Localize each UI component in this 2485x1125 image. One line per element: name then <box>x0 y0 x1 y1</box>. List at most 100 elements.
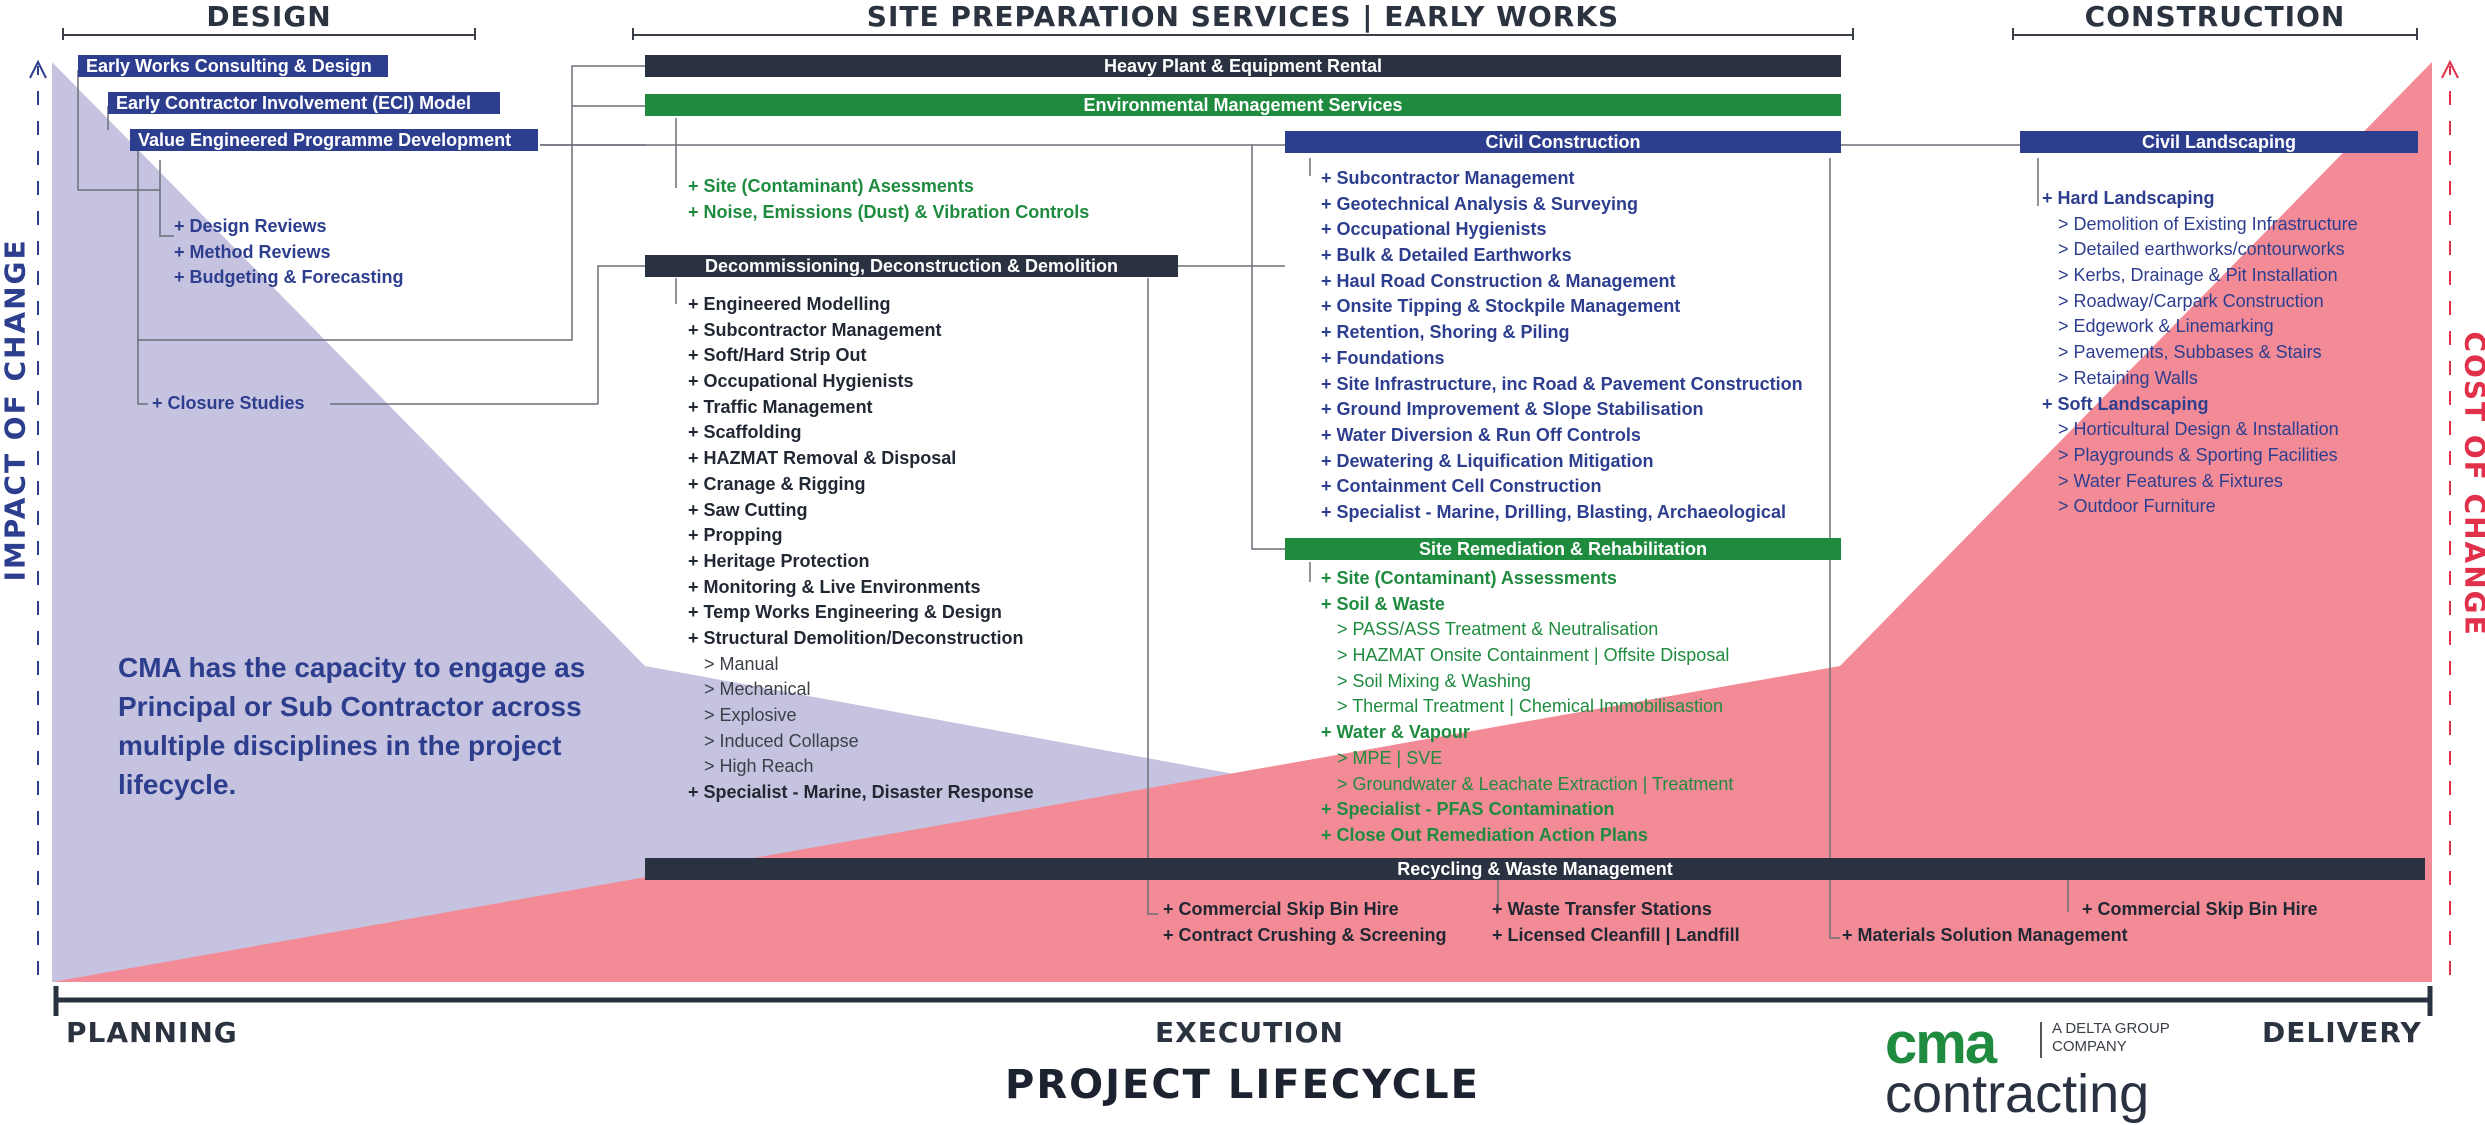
list-item: > Soil Mixing & Washing <box>1321 669 1733 695</box>
list-item: + Heritage Protection <box>688 549 1034 575</box>
decommissioning-items: + Engineered Modelling+ Subcontractor Ma… <box>688 292 1034 806</box>
site-remediation-bar: Site Remediation & Rehabilitation <box>1285 538 1841 560</box>
list-item: > Playgrounds & Sporting Facilities <box>2042 443 2358 469</box>
site-prep-header-line <box>632 34 1854 36</box>
design-item: + Budgeting & Forecasting <box>174 265 404 291</box>
list-item: + Close Out Remediation Action Plans <box>1321 823 1733 849</box>
list-item: > Explosive <box>688 703 1034 729</box>
list-item: + Specialist - Marine, Disaster Response <box>688 780 1034 806</box>
list-item: + Soil & Waste <box>1321 592 1733 618</box>
list-item: + Ground Improvement & Slope Stabilisati… <box>1321 397 1803 423</box>
closure-studies: + Closure Studies <box>152 391 305 417</box>
list-item: + Monitoring & Live Environments <box>688 575 1034 601</box>
list-item: > Manual <box>688 652 1034 678</box>
recycling-item: + Commercial Skip Bin Hire <box>2082 897 2318 923</box>
recycling-items-col1: + Commercial Skip Bin Hire + Contract Cr… <box>1163 897 1447 948</box>
civil-construction-bar: Civil Construction <box>1285 131 1841 153</box>
delivery-label: DELIVERY <box>2262 1016 2422 1049</box>
environmental-items: + Site (Contaminant) Asessments + Noise,… <box>688 174 1089 225</box>
list-item: + Soft/Hard Strip Out <box>688 343 1034 369</box>
recycling-item: + Commercial Skip Bin Hire <box>1163 897 1447 923</box>
list-item: > Demolition of Existing Infrastructure <box>2042 212 2358 238</box>
recycling-items-col4: + Commercial Skip Bin Hire <box>2082 897 2318 923</box>
contracting-wordmark: contracting <box>1885 1063 2149 1125</box>
list-item: + Geotechnical Analysis & Surveying <box>1321 192 1803 218</box>
construction-header: CONSTRUCTION <box>2012 0 2418 36</box>
value-engineered-bar: Value Engineered Programme Development <box>130 129 538 151</box>
list-item: + Soft Landscaping <box>2042 392 2358 418</box>
list-item: > HAZMAT Onsite Containment | Offsite Di… <box>1321 643 1733 669</box>
list-item: > PASS/ASS Treatment & Neutralisation <box>1321 617 1733 643</box>
list-item: + Temp Works Engineering & Design <box>688 600 1034 626</box>
list-item: + Specialist - PFAS Contamination <box>1321 797 1733 823</box>
list-item: > Thermal Treatment | Chemical Immobilis… <box>1321 694 1733 720</box>
list-item: > Edgework & Linemarking <box>2042 314 2358 340</box>
recycling-items-col2: + Waste Transfer Stations + Licensed Cle… <box>1492 897 1740 948</box>
planning-label: PLANNING <box>66 1016 238 1049</box>
list-item: > Pavements, Subbases & Stairs <box>2042 340 2358 366</box>
execution-label: EXECUTION <box>1155 1016 1344 1049</box>
list-item: + Site (Contaminant) Assessments <box>1321 566 1733 592</box>
list-item: + Propping <box>688 523 1034 549</box>
design-items: + Design Reviews + Method Reviews + Budg… <box>174 214 404 291</box>
list-item: > Induced Collapse <box>688 729 1034 755</box>
design-item: + Design Reviews <box>174 214 404 240</box>
list-item: + Containment Cell Construction <box>1321 474 1803 500</box>
list-item: + Bulk & Detailed Earthworks <box>1321 243 1803 269</box>
list-item: > Roadway/Carpark Construction <box>2042 289 2358 315</box>
civil-construction-items: + Subcontractor Management+ Geotechnical… <box>1321 166 1803 526</box>
recycling-item: + Waste Transfer Stations <box>1492 897 1740 923</box>
list-item: + Structural Demolition/Deconstruction <box>688 626 1034 652</box>
site-remediation-items: + Site (Contaminant) Assessments+ Soil &… <box>1321 566 1733 849</box>
capacity-statement: CMA has the capacity to engage as Princi… <box>118 648 638 804</box>
heavy-plant-bar: Heavy Plant & Equipment Rental <box>645 55 1841 77</box>
list-item: + Occupational Hygienists <box>688 369 1034 395</box>
list-item: + Specialist - Marine, Drilling, Blastin… <box>1321 500 1803 526</box>
logo-separator <box>2040 1022 2042 1058</box>
construction-header-line <box>2012 34 2418 36</box>
list-item: > MPE | SVE <box>1321 746 1733 772</box>
decommissioning-bar: Decommissioning, Deconstruction & Demoli… <box>645 255 1178 277</box>
list-item: + Occupational Hygienists <box>1321 217 1803 243</box>
early-works-consulting-bar: Early Works Consulting & Design <box>78 55 388 77</box>
recycling-item: + Materials Solution Management <box>1842 923 2128 949</box>
environmental-item: + Site (Contaminant) Asessments <box>688 174 1089 200</box>
civil-landscaping-items: + Hard Landscaping> Demolition of Existi… <box>2042 186 2358 520</box>
design-item: + Method Reviews <box>174 240 404 266</box>
list-item: > High Reach <box>688 754 1034 780</box>
list-item: + Retention, Shoring & Piling <box>1321 320 1803 346</box>
site-prep-header: SITE PREPARATION SERVICES | EARLY WORKS <box>632 0 1854 36</box>
list-item: > Detailed earthworks/contourworks <box>2042 237 2358 263</box>
list-item: + Traffic Management <box>688 395 1034 421</box>
list-item: + Foundations <box>1321 346 1803 372</box>
list-item: + Cranage & Rigging <box>688 472 1034 498</box>
list-item: > Outdoor Furniture <box>2042 494 2358 520</box>
eci-model-bar: Early Contractor Involvement (ECI) Model <box>108 92 500 114</box>
list-item: + Scaffolding <box>688 420 1034 446</box>
list-item: + Water & Vapour <box>1321 720 1733 746</box>
list-item: + Saw Cutting <box>688 498 1034 524</box>
delta-group-text: A DELTA GROUP COMPANY <box>2052 1020 2170 1056</box>
list-item: + Water Diversion & Run Off Controls <box>1321 423 1803 449</box>
impact-of-change-label: IMPACT OF CHANGE <box>0 332 32 582</box>
list-item: + HAZMAT Removal & Disposal <box>688 446 1034 472</box>
environmental-bar: Environmental Management Services <box>645 94 1841 116</box>
list-item: + Haul Road Construction & Management <box>1321 269 1803 295</box>
cost-of-change-label: COST OF CHANGE <box>2459 332 2485 582</box>
list-item: + Subcontractor Management <box>688 318 1034 344</box>
list-item: > Water Features & Fixtures <box>2042 469 2358 495</box>
civil-landscaping-bar: Civil Landscaping <box>2020 131 2418 153</box>
list-item: > Horticultural Design & Installation <box>2042 417 2358 443</box>
list-item: + Onsite Tipping & Stockpile Management <box>1321 294 1803 320</box>
list-item: > Groundwater & Leachate Extraction | Tr… <box>1321 772 1733 798</box>
list-item: + Dewatering & Liquification Mitigation <box>1321 449 1803 475</box>
list-item: > Retaining Walls <box>2042 366 2358 392</box>
design-header-line <box>62 34 476 36</box>
recycling-bar: Recycling & Waste Management <box>645 858 2425 880</box>
list-item: + Subcontractor Management <box>1321 166 1803 192</box>
recycling-item: + Licensed Cleanfill | Landfill <box>1492 923 1740 949</box>
list-item: + Hard Landscaping <box>2042 186 2358 212</box>
list-item: > Kerbs, Drainage & Pit Installation <box>2042 263 2358 289</box>
list-item: + Site Infrastructure, inc Road & Paveme… <box>1321 372 1803 398</box>
recycling-items-col3: + Materials Solution Management <box>1842 923 2128 949</box>
